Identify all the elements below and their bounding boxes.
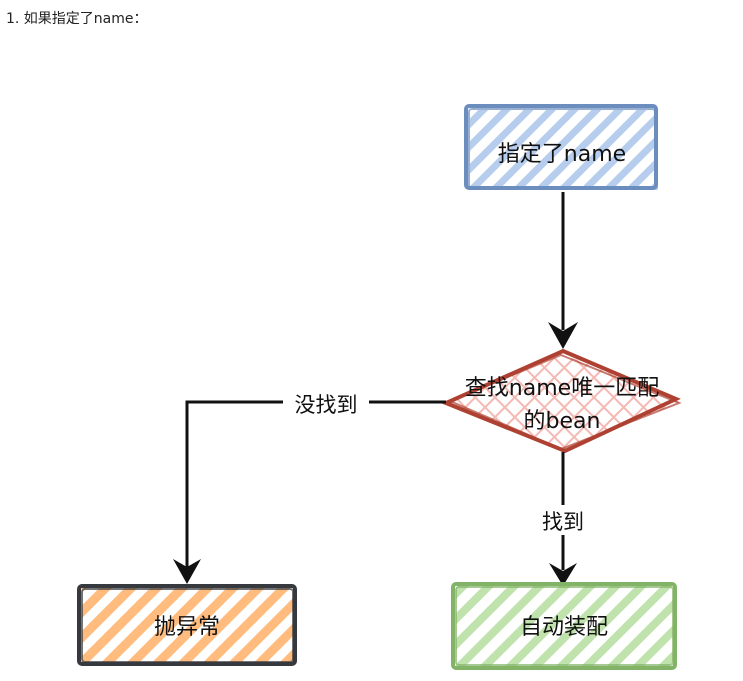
success-node: 自动装配 <box>451 582 677 670</box>
error-node-label: 抛异常 <box>154 615 220 640</box>
error-node: 抛异常 <box>77 584 297 666</box>
decision-node-line2: 的bean <box>524 409 601 434</box>
edge-not-found: 没找到 <box>173 388 446 584</box>
success-node-label: 自动装配 <box>520 615 608 640</box>
edge-found: 找到 <box>530 452 596 586</box>
edge-found-label: 找到 <box>542 510 584 534</box>
edge-not-found-label: 没找到 <box>295 393 358 417</box>
start-node-label: 指定了name <box>498 142 626 167</box>
section-heading: 1. 如果指定了name： <box>6 11 148 27</box>
arrow-start-to-decision <box>548 192 578 349</box>
decision-node-line1: 查找name唯一匹配 <box>465 376 659 401</box>
decision-node: 查找name唯一匹配 的bean <box>440 348 682 454</box>
start-node: 指定了name <box>464 104 658 190</box>
